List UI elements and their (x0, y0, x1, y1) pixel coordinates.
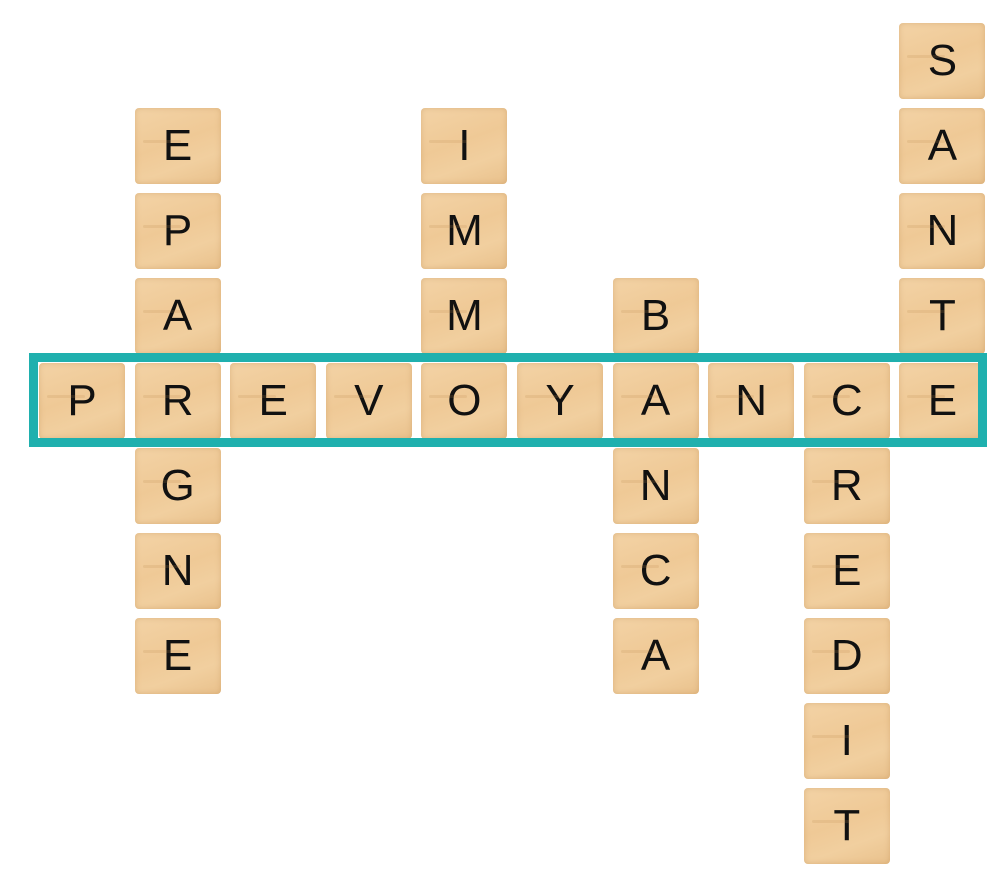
letter-tile-banca: B (612, 278, 699, 354)
letter-tile-main: E (899, 363, 986, 439)
letter-tile-main: P (39, 363, 125, 439)
letter-tile-main: C (803, 363, 890, 439)
letter-tile-credit: I (803, 703, 890, 779)
letter-tile-main: V (325, 363, 412, 439)
letter-tile-main: E (230, 363, 317, 439)
letter-tile-immo: M (421, 278, 508, 354)
letter-tile-main: A (612, 363, 699, 439)
letter-tile-banca: N (612, 448, 699, 524)
letter-tile-sante: N (899, 193, 986, 269)
letter-tile-credit: D (803, 618, 890, 694)
letter-tile-epargne: G (134, 448, 221, 524)
letter-tile-epargne: E (134, 618, 221, 694)
letter-tile-banca: A (612, 618, 699, 694)
letter-tile-sante: S (899, 23, 986, 99)
letter-tile-credit: R (803, 448, 890, 524)
letter-tile-sante: A (899, 108, 986, 184)
letter-tile-immo: M (421, 193, 508, 269)
letter-tile-epargne: P (134, 193, 221, 269)
letter-tile-main: O (421, 363, 508, 439)
letter-tile-sante: T (899, 278, 986, 354)
letter-tile-immo: I (421, 108, 508, 184)
letter-tile-main: Y (517, 363, 603, 439)
letter-tile-banca: C (612, 533, 699, 609)
letter-tile-epargne: A (134, 278, 221, 354)
letter-tile-main: N (708, 363, 795, 439)
letter-tile-epargne: N (134, 533, 221, 609)
letter-tile-credit: T (803, 788, 890, 864)
letter-tile-epargne: E (134, 108, 221, 184)
letter-tile-main: R (134, 363, 221, 439)
letter-tile-credit: E (803, 533, 890, 609)
